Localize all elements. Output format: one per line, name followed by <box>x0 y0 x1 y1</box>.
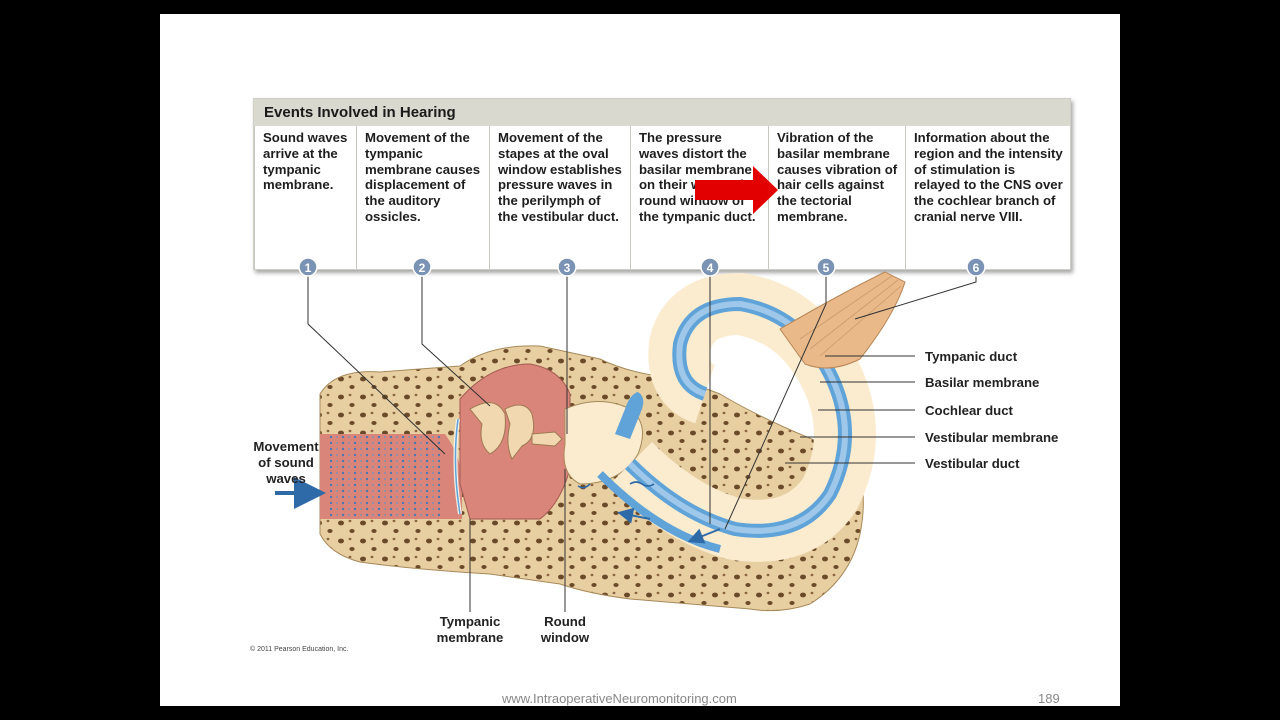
cochlear-nerve <box>779 271 906 369</box>
step-3-text: Movement of the stapes at the oval windo… <box>489 126 630 269</box>
svg-text:5: 5 <box>823 261 830 275</box>
events-panel-title: Events Involved in Hearing <box>254 99 1070 126</box>
step-number-3: 3 <box>557 257 577 277</box>
step-1-text: Sound waves arrive at the tympanic membr… <box>254 126 356 269</box>
page-number: 189 <box>1038 691 1060 706</box>
label-tympanic-duct: Tympanic duct <box>925 349 1018 364</box>
step-number-6: 6 <box>966 257 986 277</box>
label-cochlear-duct: Cochlear duct <box>925 403 1013 418</box>
copyright-notice: © 2011 Pearson Education, Inc. <box>250 646 349 653</box>
malleus <box>469 402 506 455</box>
svg-text:4: 4 <box>707 261 714 275</box>
sound-wave-fronts <box>330 436 442 518</box>
svg-text:1: 1 <box>305 261 312 275</box>
slide: Events Involved in Hearing Sound waves a… <box>160 14 1120 706</box>
fluid-wave-arrow <box>629 481 655 487</box>
semicircular-canal <box>615 392 644 439</box>
cochlea <box>597 272 876 562</box>
step-5-text: Vibration of the basilar membrane causes… <box>768 126 905 269</box>
step-number-5: 5 <box>816 257 836 277</box>
label-basilar-membrane: Basilar membrane <box>925 375 1040 390</box>
svg-text:3: 3 <box>564 261 571 275</box>
label-round-window: Round window <box>540 614 590 645</box>
leader-line-5 <box>724 269 827 530</box>
pressure-arrow <box>617 507 651 524</box>
pressure-arrow <box>687 528 721 544</box>
step-number-4: 4 <box>700 257 720 277</box>
events-panel: Events Involved in Hearing Sound waves a… <box>253 98 1071 270</box>
step-4-text: The pressure waves distort the basilar m… <box>630 126 768 269</box>
label-movement-of-sound-waves: Movement of sound waves <box>253 439 319 486</box>
step-2-text: Movement of the tympanic membrane causes… <box>356 126 489 269</box>
incus <box>504 404 535 460</box>
step-number-2: 2 <box>412 257 432 277</box>
label-vestibular-duct: Vestibular duct <box>925 456 1020 471</box>
step-number-1: 1 <box>298 257 318 277</box>
svg-text:2: 2 <box>419 261 426 275</box>
label-vestibular-membrane: Vestibular membrane <box>925 430 1059 445</box>
step-6-text: Information about the region and the int… <box>905 126 1070 269</box>
highlight-arrow <box>695 166 778 214</box>
leader-line-2 <box>421 269 491 407</box>
footer-url[interactable]: www.IntraoperativeNeuromonitoring.com <box>502 691 737 706</box>
fluid-wave-arrow <box>577 483 591 489</box>
ear-diagram: 1 2 3 4 5 6 <box>275 166 986 612</box>
leader-line-1 <box>307 269 446 455</box>
svg-text:6: 6 <box>973 261 980 275</box>
stapes <box>531 431 563 447</box>
label-tympanic-membrane: Tympanic membrane <box>436 614 504 645</box>
